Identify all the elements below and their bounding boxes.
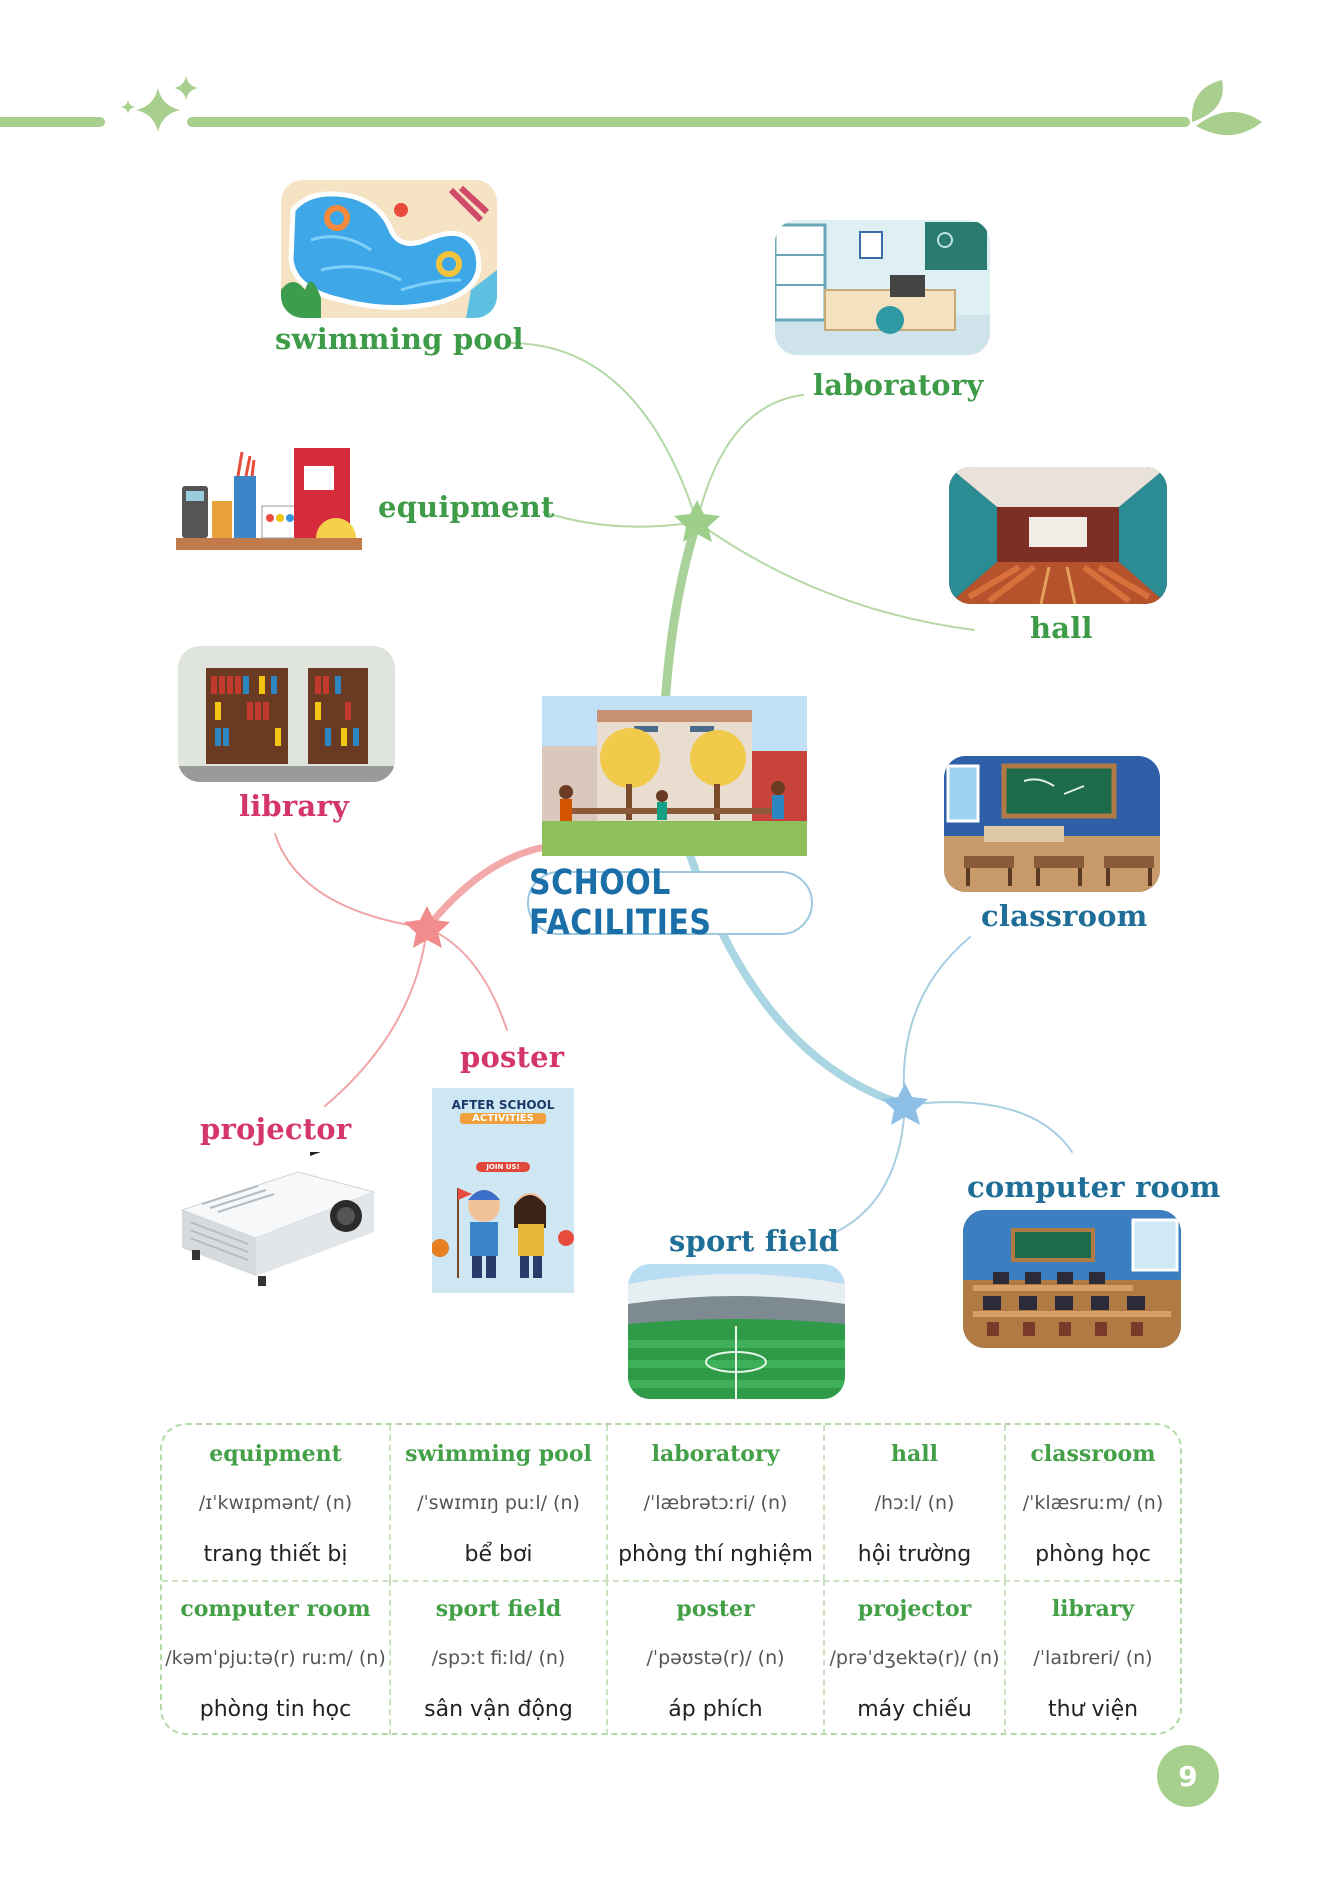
vocab-cell: equipment /ɪˈkwɪpmənt/ (n) trang thiết b… xyxy=(162,1425,389,1580)
sparkle-icon xyxy=(121,76,198,132)
vocabulary-table: equipment /ɪˈkwɪpmənt/ (n) trang thiết b… xyxy=(160,1423,1182,1735)
school-building-image xyxy=(542,696,807,856)
vocab-cell: laboratory /ˈlæbrətɔːri/ (n) phòng thí n… xyxy=(606,1425,823,1580)
vocab-cell: computer room /kəmˈpjuːtə(r) ruːm/ (n) p… xyxy=(162,1580,389,1735)
projector-image xyxy=(178,1137,378,1302)
vocab-ipa: /ˈlæbrətɔːri/ (n) xyxy=(643,1492,788,1514)
vocab-meaning: sân vận động xyxy=(424,1697,573,1722)
poster-heading: AFTER SCHOOL xyxy=(451,1098,555,1112)
vocab-ipa: /ˈpəʊstə(r)/ (n) xyxy=(646,1647,785,1669)
node-library: library xyxy=(239,789,349,823)
vocab-meaning: trang thiết bị xyxy=(203,1542,348,1567)
vocab-word: classroom xyxy=(1030,1441,1156,1467)
vocab-cell: swimming pool /ˈswɪmɪŋ puːl/ (n) bể bơi xyxy=(389,1425,606,1580)
vocab-word: equipment xyxy=(209,1441,342,1467)
vocab-word: hall xyxy=(891,1441,938,1467)
leaf-icon xyxy=(1191,80,1262,136)
vocab-row-1: equipment /ɪˈkwɪpmənt/ (n) trang thiết b… xyxy=(162,1425,1180,1580)
equipment-image xyxy=(176,446,362,558)
node-poster: poster xyxy=(460,1040,565,1074)
node-sport-field: sport field xyxy=(669,1224,840,1258)
vocab-ipa: /hɔːl/ (n) xyxy=(874,1492,955,1514)
page-number: 9 xyxy=(1157,1745,1219,1807)
swimming-pool-image xyxy=(281,180,497,318)
vocab-meaning: hội trường xyxy=(857,1542,972,1567)
vocab-meaning: bể bơi xyxy=(464,1542,533,1567)
node-equipment: equipment xyxy=(378,490,555,524)
poster-image: AFTER SCHOOL ACTIVITIES JOIN US! xyxy=(432,1088,574,1293)
vocab-word: poster xyxy=(676,1596,755,1622)
vocab-word: swimming pool xyxy=(405,1441,592,1467)
vocab-ipa: /ˈklæsruːm/ (n) xyxy=(1022,1492,1164,1514)
vocab-cell: projector /prəˈdʒektə(r)/ (n) máy chiếu xyxy=(823,1580,1004,1735)
blue-star-icon xyxy=(882,1083,928,1125)
node-classroom: classroom xyxy=(981,899,1148,933)
node-laboratory: laboratory xyxy=(813,368,984,402)
vocab-cell: poster /ˈpəʊstə(r)/ (n) áp phích xyxy=(606,1580,823,1735)
vocab-meaning: phòng tin học xyxy=(199,1697,352,1722)
vocab-word: sport field xyxy=(435,1596,562,1622)
pink-star-icon xyxy=(404,906,450,948)
library-image xyxy=(178,646,395,782)
page-title: SCHOOL FACILITIES xyxy=(529,862,712,944)
vocab-ipa: /prəˈdʒektə(r)/ (n) xyxy=(829,1647,1000,1669)
vocab-row-2: computer room /kəmˈpjuːtə(r) ruːm/ (n) p… xyxy=(162,1580,1180,1735)
computer-room-image xyxy=(963,1210,1181,1348)
poster-subheading: ACTIVITIES xyxy=(460,1113,546,1124)
vocab-word: laboratory xyxy=(651,1441,780,1467)
vocab-ipa: /ˈswɪmɪŋ puːl/ (n) xyxy=(417,1492,580,1514)
vocab-ipa: /kəmˈpjuːtə(r) ruːm/ (n) xyxy=(165,1647,386,1669)
vocab-word: library xyxy=(1051,1596,1135,1622)
vocab-word: projector xyxy=(857,1596,972,1622)
sport-field-image xyxy=(628,1264,845,1399)
laboratory-image xyxy=(775,220,990,355)
vocab-meaning: phòng thí nghiệm xyxy=(618,1542,813,1567)
poster-join-button: JOIN US! xyxy=(476,1162,530,1172)
hall-image xyxy=(949,467,1167,604)
vocab-meaning: máy chiếu xyxy=(857,1697,972,1722)
vocab-cell: classroom /ˈklæsruːm/ (n) phòng học xyxy=(1004,1425,1180,1580)
vocab-ipa: /ɪˈkwɪpmənt/ (n) xyxy=(198,1492,353,1514)
vocab-ipa: /ˈlaɪbreri/ (n) xyxy=(1033,1647,1153,1669)
vocab-cell: sport field /spɔːt fiːld/ (n) sân vận độ… xyxy=(389,1580,606,1735)
vocab-meaning: áp phích xyxy=(668,1697,763,1722)
node-computer-room: computer room xyxy=(967,1170,1221,1204)
title-badge: SCHOOL FACILITIES xyxy=(527,863,813,943)
green-star-icon xyxy=(674,500,720,542)
vocab-ipa: /spɔːt fiːld/ (n) xyxy=(431,1647,566,1669)
row-divider xyxy=(162,1580,1180,1582)
vocab-meaning: phòng học xyxy=(1035,1542,1151,1567)
vocab-cell: library /ˈlaɪbreri/ (n) thư viện xyxy=(1004,1580,1180,1735)
classroom-image xyxy=(944,756,1160,892)
node-projector: projector xyxy=(200,1112,352,1146)
node-hall: hall xyxy=(1030,611,1093,645)
vocab-meaning: thư viện xyxy=(1047,1697,1139,1722)
node-swimming-pool: swimming pool xyxy=(275,322,524,356)
header-banner xyxy=(0,76,1262,136)
vocab-word: computer room xyxy=(180,1596,371,1622)
vocab-cell: hall /hɔːl/ (n) hội trường xyxy=(823,1425,1004,1580)
